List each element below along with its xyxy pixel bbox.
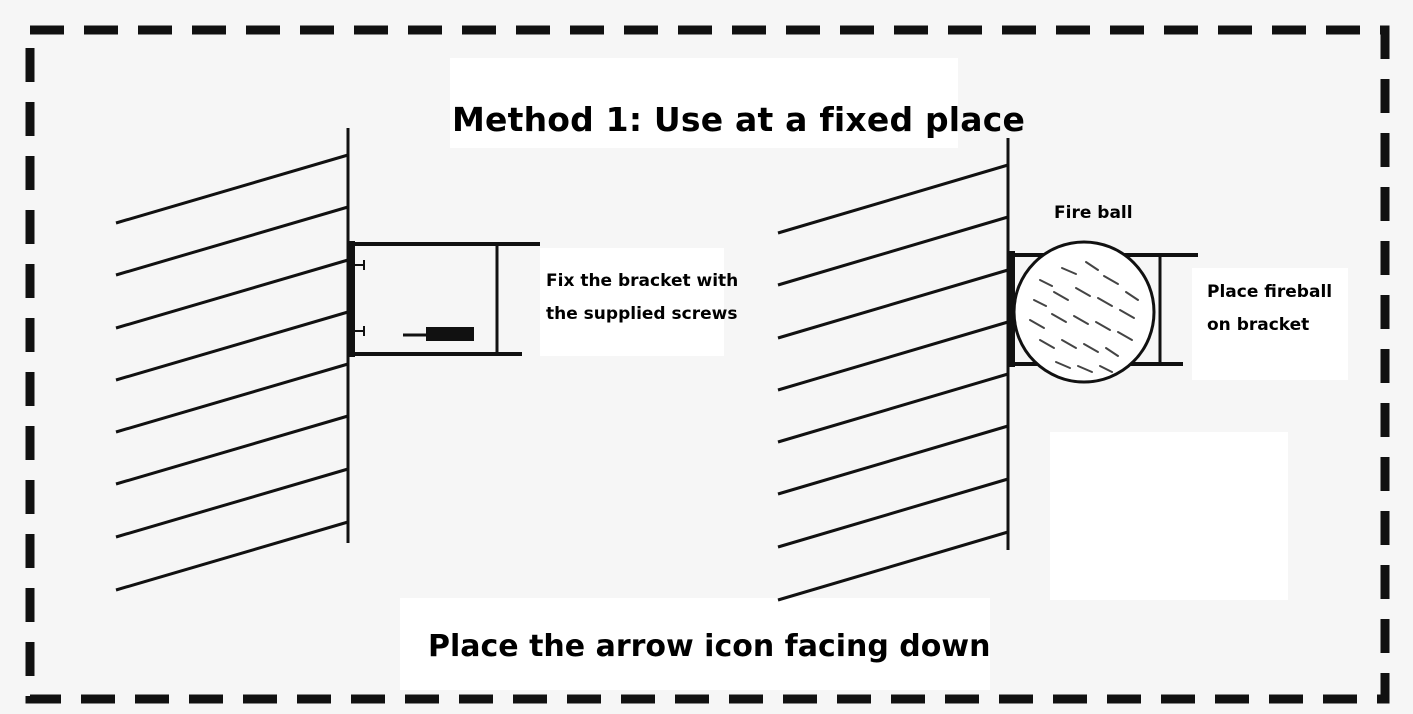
left-wall-hatch [115, 153, 349, 225]
bracket-instruction: Fix the bracket with the supplied screws [546, 265, 738, 331]
left-wall-hatch [115, 310, 349, 382]
diagram-title: Method 1: Use at a fixed place [452, 100, 1026, 139]
left-wall-hatch [115, 362, 349, 434]
right-wall-hatch [777, 424, 1009, 496]
right-wall-hatch [777, 215, 1009, 287]
left-wall-hatch [115, 467, 349, 539]
right-wall-hatch [777, 163, 1009, 235]
screw-icon [403, 327, 474, 341]
left-note-background [540, 248, 724, 356]
title-background [450, 58, 958, 148]
left-wall-hatch [115, 414, 349, 486]
right-wall-hatch [777, 372, 1009, 444]
bracket-instruction-line-1: Fix the bracket with [546, 271, 739, 291]
right-wall-hatch [777, 477, 1009, 549]
left-wall [115, 128, 350, 592]
left-wall-hatch [115, 258, 349, 330]
fireball-instruction: Place fireball on bracket [1207, 276, 1332, 342]
right-wall-hatch [777, 320, 1009, 392]
left-bracket [349, 241, 540, 357]
bracket-instruction-line-2: the supplied screws [546, 304, 738, 324]
fireball-instruction-line-1: Place fireball [1207, 282, 1333, 302]
fireball-instruction-line-2: on bracket [1207, 315, 1310, 335]
right-wall-hatch [777, 530, 1009, 602]
dashed-border [25, 25, 1390, 704]
left-wall-hatch [115, 520, 349, 592]
fireball-icon [1012, 240, 1156, 384]
fireball-label: Fire ball [1054, 203, 1133, 223]
footer-instruction: Place the arrow icon facing down [428, 629, 991, 664]
footer-background [400, 598, 990, 690]
right-note-background [1192, 268, 1348, 380]
left-wall-hatch [115, 205, 349, 277]
blank-patch [1050, 432, 1288, 600]
right-wall [777, 138, 1010, 602]
right-wall-hatch [777, 268, 1009, 340]
